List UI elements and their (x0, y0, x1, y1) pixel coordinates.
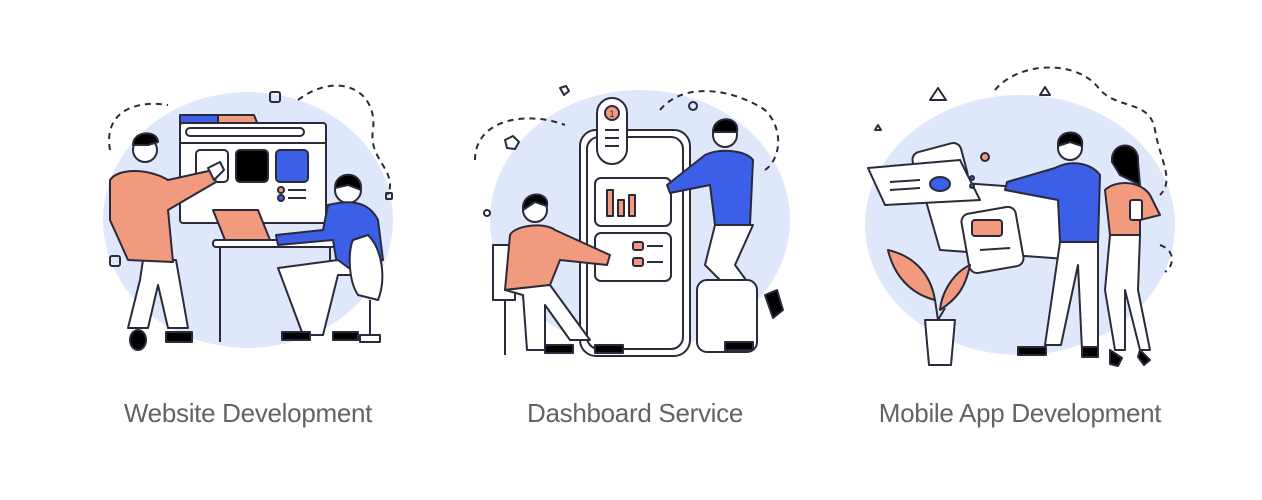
panel-mobile-app-development: Mobile App Development (820, 0, 1220, 500)
caption-dashboard-service: Dashboard Service (526, 398, 743, 428)
panel-dashboard-service: 1 Dashboard Service (435, 0, 835, 500)
notification-badge: 1 (609, 109, 614, 119)
caption-mobile-app-development: Mobile App Development (878, 398, 1162, 428)
panel-website-development: Website Development (48, 0, 448, 500)
mobile-app-development-illustration (865, 66, 1175, 367)
caption-website-development: Website Development (123, 398, 373, 428)
dashboard-service-illustration: 1 (474, 85, 790, 357)
website-development-illustration (103, 84, 393, 351)
